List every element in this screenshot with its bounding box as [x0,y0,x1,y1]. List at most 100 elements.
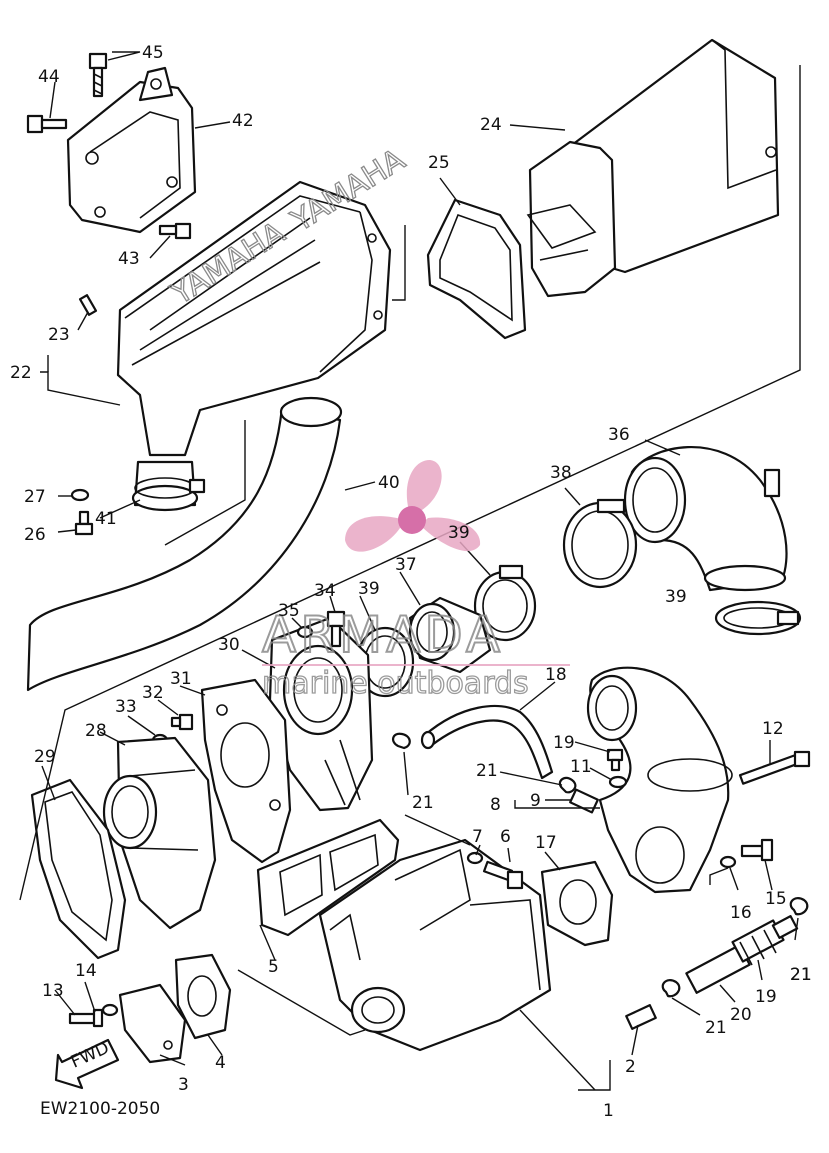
chamber-outlet-clamp [131,460,206,512]
gasket-4 [174,953,232,1040]
muffler-gasket [426,198,527,340]
callout-28: 28 [85,721,107,741]
callout-34: 34 [314,581,336,601]
cover-3 [118,983,187,1064]
callout-45: 45 [142,43,164,63]
bolt-19a [606,748,624,772]
bolt-34 [326,610,346,648]
hose-clamp-39c [714,600,802,636]
rubber-coupling-37 [408,596,492,674]
callout-16: 16 [730,903,752,923]
bolt-6 [482,860,524,890]
callout-35: 35 [278,601,300,621]
callout-1: 1 [603,1101,614,1121]
callout-32: 32 [142,683,164,703]
bolt-13 [68,1008,104,1028]
callout-18: 18 [545,665,567,685]
callout-23: 23 [48,325,70,345]
bolt-44 [26,114,68,134]
callout-24: 24 [480,115,502,135]
callout-43: 43 [118,249,140,269]
callout-41: 41 [95,509,117,529]
callout-21d: 21 [412,793,434,813]
callout-11: 11 [570,757,592,777]
fitting-2 [625,1004,657,1030]
callout-37: 37 [395,555,417,575]
callout-22: 22 [10,363,32,383]
callout-20: 20 [730,1005,752,1025]
callout-6: 6 [500,827,511,847]
callout-15: 15 [765,889,787,909]
callout-4: 4 [215,1053,226,1073]
hose-clip-21d [789,897,809,916]
callout-3: 3 [178,1075,189,1095]
exhaust-hose [26,396,343,692]
callout-42: 42 [232,111,254,131]
callout-12: 12 [762,719,784,739]
callout-21c: 21 [790,965,812,985]
leader-lines [19,51,801,1091]
bolt-43 [158,222,192,240]
callout-7: 7 [472,827,483,847]
diagram-code: EW2100-2050 [40,1099,160,1119]
washer-16 [719,855,737,869]
bolt-15 [740,838,774,862]
washer-14 [101,1003,119,1017]
callout-labels: 1 2 3 4 5 6 7 8 9 11 12 13 14 15 16 17 1… [10,43,812,1121]
callout-33: 33 [115,697,137,717]
callout-39c: 39 [665,587,687,607]
hose-clip-21a [392,732,411,750]
hose-clip-21b [558,776,577,794]
pin-23 [78,294,98,316]
callout-9: 9 [530,791,541,811]
callout-30: 30 [218,635,240,655]
exhaust-muffler-body [318,838,552,1052]
callout-31: 31 [170,669,192,689]
mounting-bracket [66,66,197,234]
callout-39b: 39 [358,579,380,599]
bolt-45 [88,52,108,98]
callout-19b: 19 [755,987,777,1007]
callout-13: 13 [42,981,64,1001]
muffler-box [526,38,780,298]
callout-14: 14 [75,961,97,981]
callout-17: 17 [535,833,557,853]
armada-watermark: ARMADA marine outboards [261,460,570,702]
washer-35 [296,625,314,639]
callout-26: 26 [24,525,46,545]
bolt-26 [74,510,94,536]
fwd-arrow: FWD [54,1038,120,1090]
fitting-9 [569,788,599,814]
hose-clamp-38 [562,498,638,589]
callout-38: 38 [550,463,572,483]
water-tube-18 [420,704,554,780]
callout-27: 27 [24,487,46,507]
callout-8: 8 [490,795,501,815]
callout-5: 5 [268,957,279,977]
callout-44: 44 [38,67,60,87]
callout-21b: 21 [476,761,498,781]
watermark-brand: ARMADA [262,606,504,664]
bolt-32 [170,713,194,731]
washer-27 [70,488,90,502]
elbow-36 [623,445,788,592]
gasket-31 [200,678,292,864]
washer-7 [466,851,484,865]
callout-25: 25 [428,153,450,173]
hose-clamp-39a [473,564,537,642]
exhaust-flange-28 [102,736,217,930]
callout-29: 29 [34,747,56,767]
callout-39a: 39 [448,523,470,543]
gasket-29 [30,778,127,960]
fitting-19-20 [685,915,799,994]
callout-21a: 21 [790,965,812,985]
hose-clip-21c [661,979,681,998]
propeller-logo [345,460,481,552]
gasket-5 [256,818,400,937]
callout-40: 40 [378,473,400,493]
callout-2: 2 [625,1057,636,1077]
watermark-tagline: marine outboards [262,666,529,701]
exhaust-elbow-assembly [586,666,733,894]
